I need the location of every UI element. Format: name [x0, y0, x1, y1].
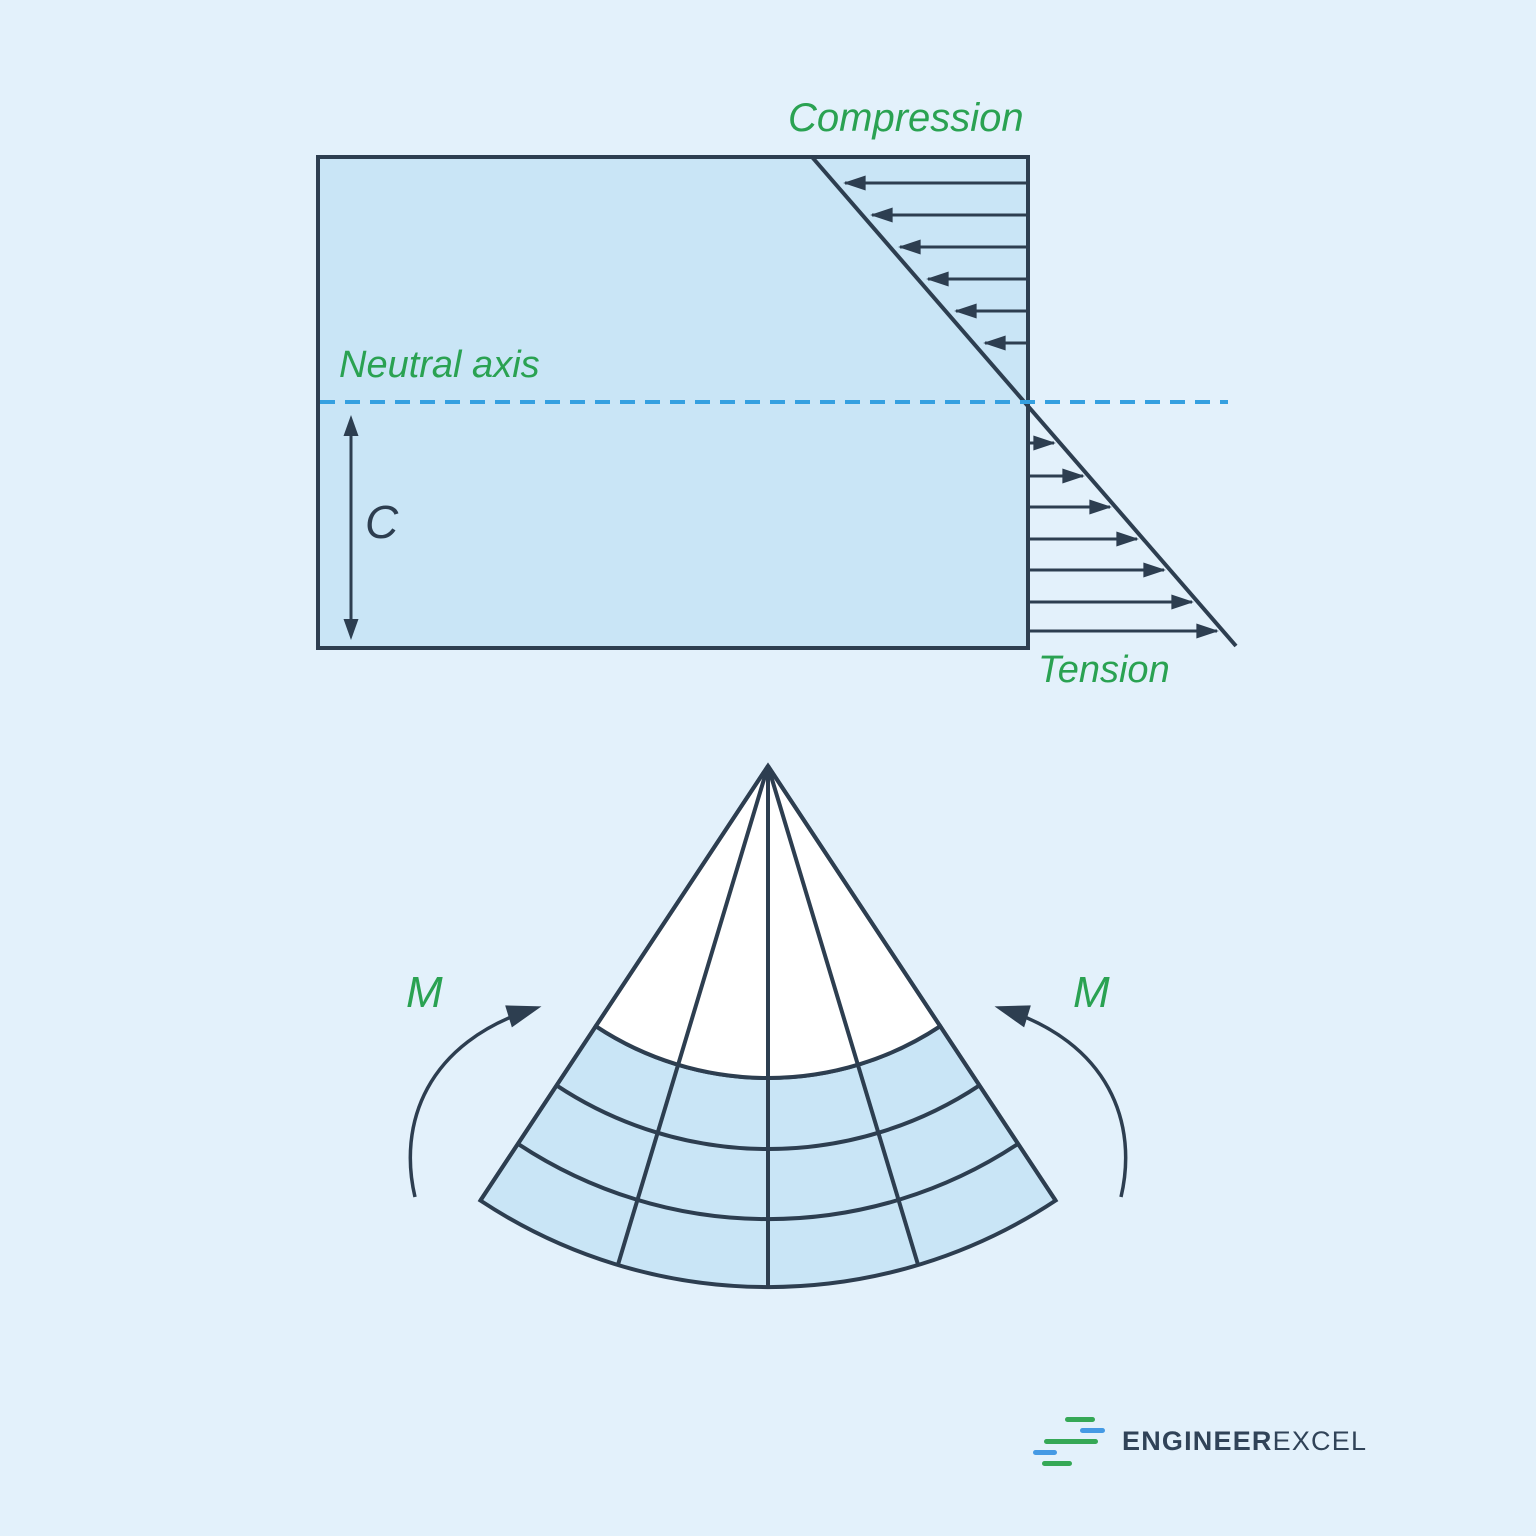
logo-bars-icon [1032, 1413, 1106, 1469]
c-dimension-arrow [343, 415, 359, 640]
tension-label: Tension [1038, 649, 1170, 691]
compression-arrows [843, 175, 1026, 351]
moment-label-right: M [1073, 968, 1110, 1017]
logo-word-excel: EXCEL [1272, 1425, 1368, 1456]
c-dimension-label: C [365, 496, 399, 548]
logo-bar-icon [1033, 1450, 1057, 1455]
logo-wordmark: ENGINEEREXCEL [1122, 1426, 1367, 1457]
logo-bar-icon [1080, 1428, 1105, 1433]
fan-radial-lines [478, 764, 1058, 1287]
logo-word-engineer: ENGINEER [1122, 1425, 1273, 1456]
arrow-up-icon [343, 415, 359, 436]
moment-arrow-left [408, 1005, 542, 1198]
logo-bar-icon [1044, 1439, 1098, 1444]
compression-label: Compression [788, 96, 1024, 140]
moment-arrow-right [994, 1005, 1128, 1198]
beam-cross-section [316, 155, 1238, 650]
bent-beam-fan [477, 762, 1059, 1289]
engineerexcel-logo: ENGINEEREXCEL [1032, 1412, 1367, 1470]
tension-arrows [1026, 435, 1219, 639]
arrow-down-icon [343, 619, 359, 640]
moment-label-left: M [406, 968, 443, 1017]
neutral-axis-label: Neutral axis [339, 344, 540, 386]
logo-bar-icon [1065, 1417, 1095, 1422]
fan-arc-lines [516, 1083, 1020, 1222]
logo-bar-icon [1042, 1461, 1072, 1466]
